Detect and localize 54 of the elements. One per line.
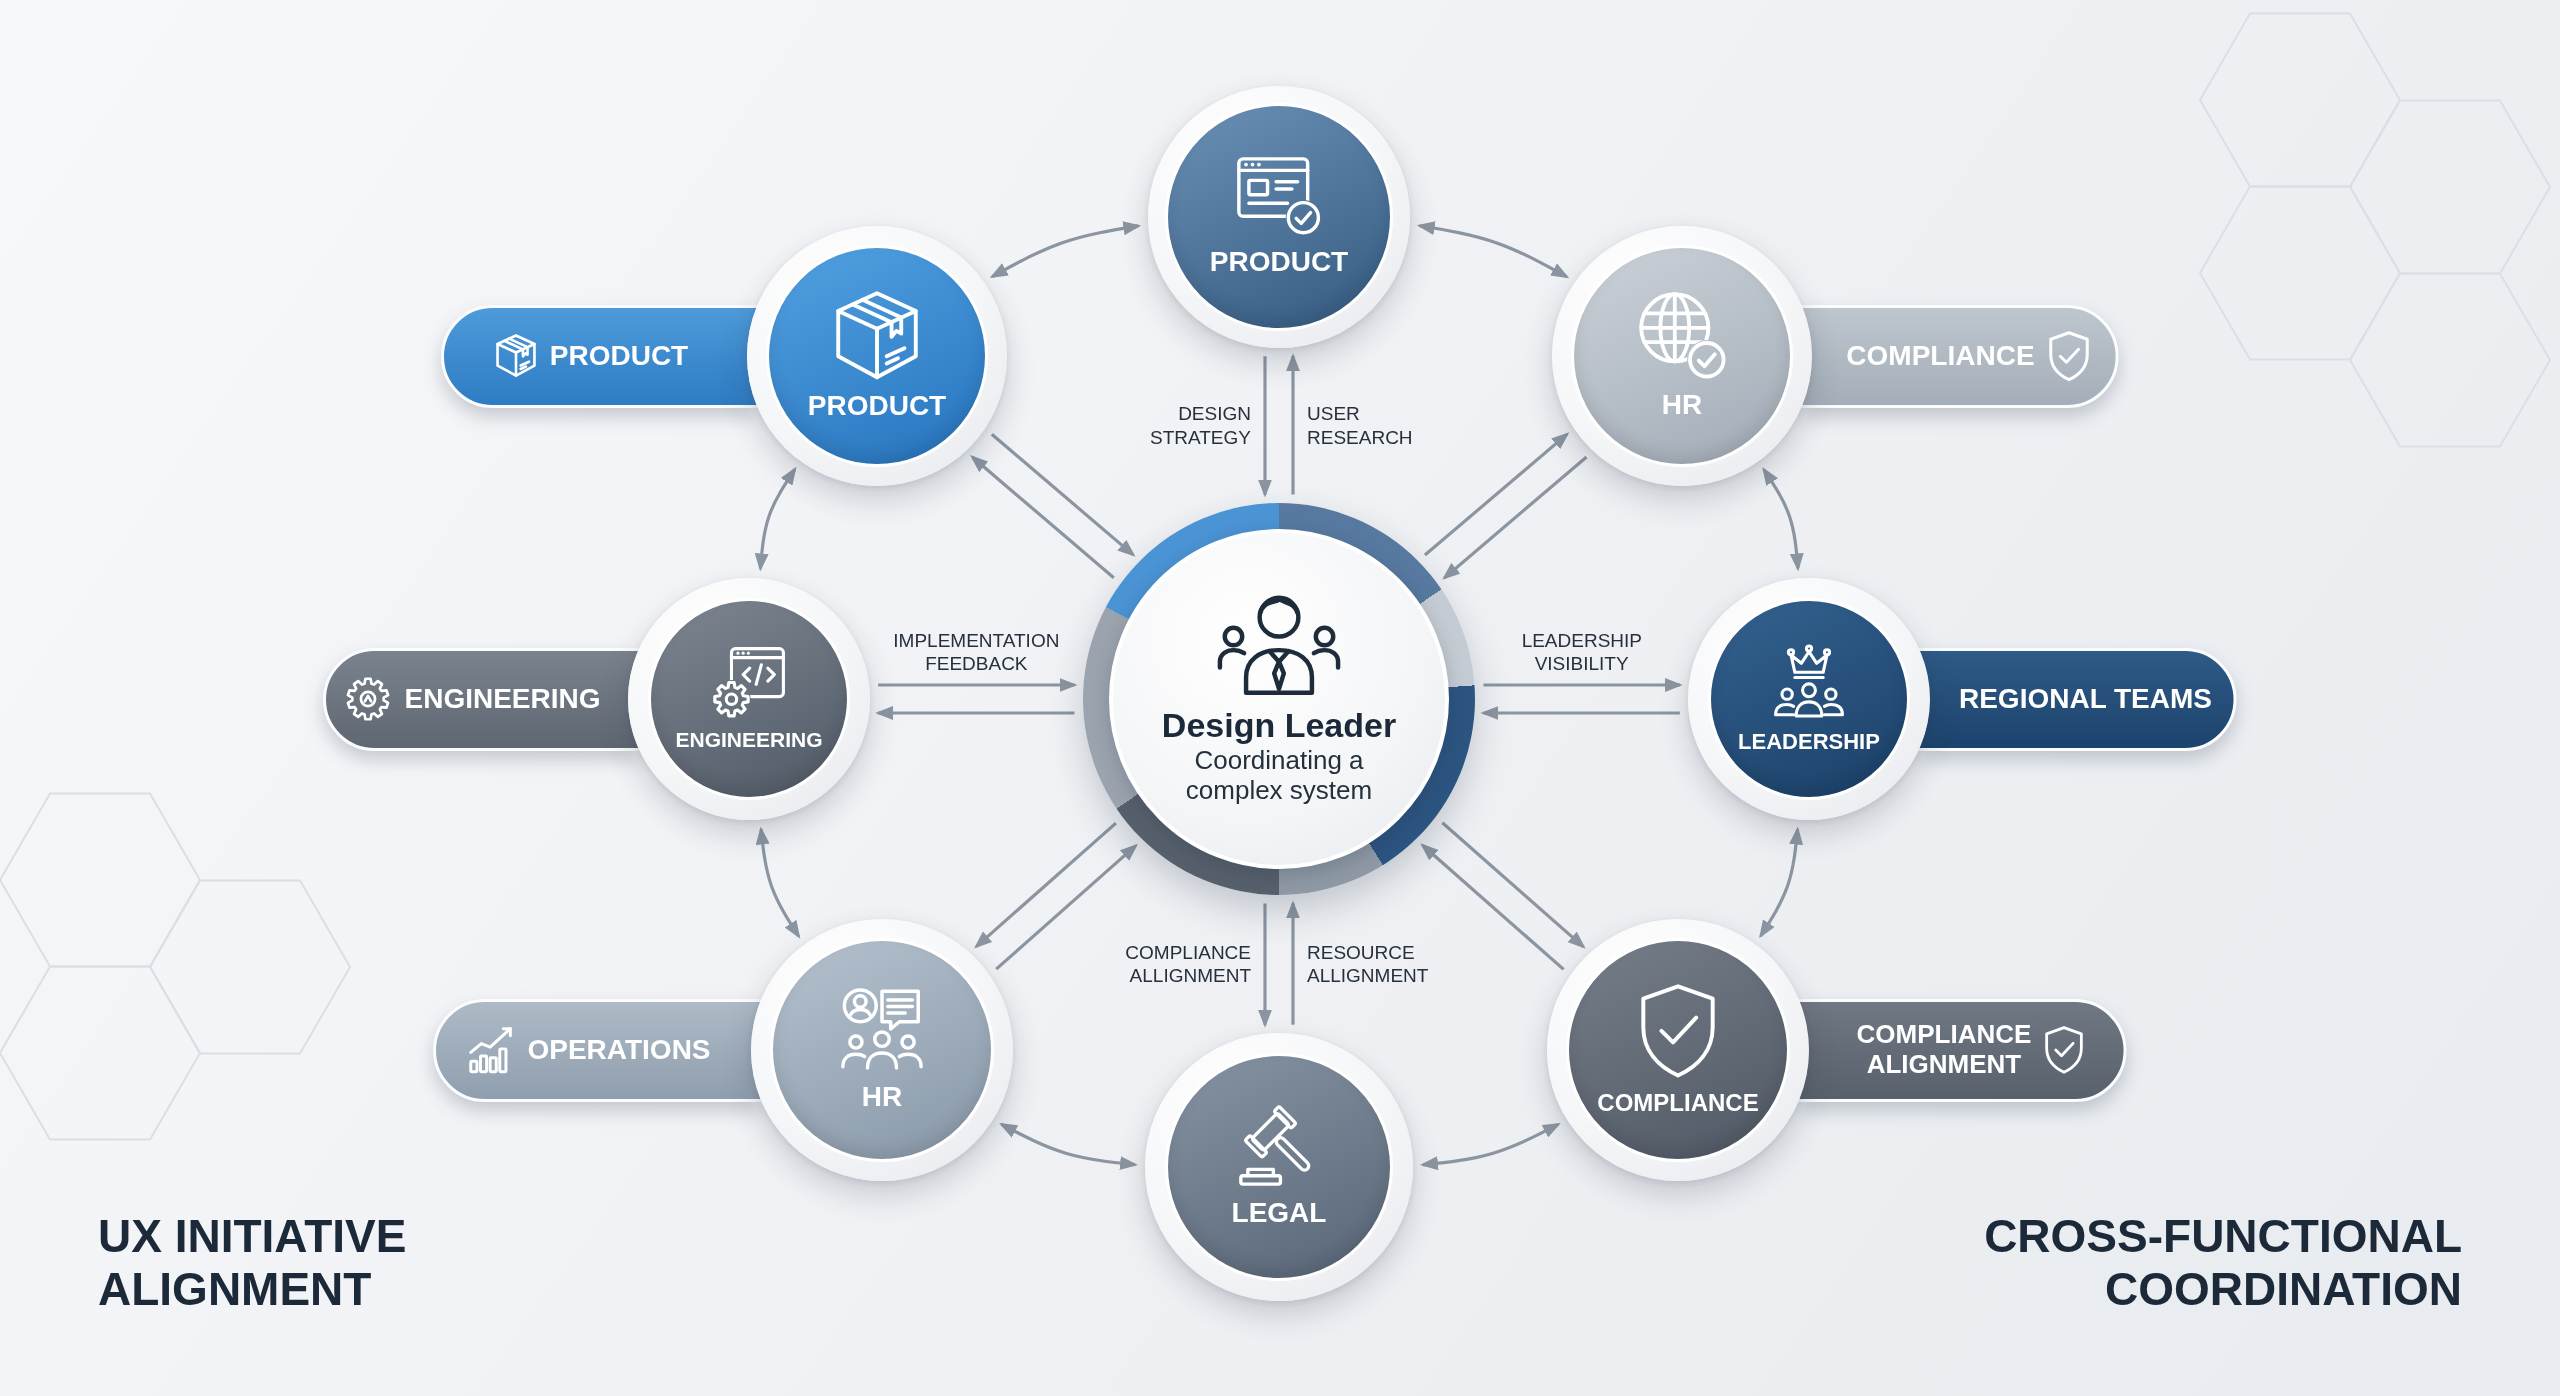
- corner-title: UX INITIATIVE ALIGNMENT: [98, 1210, 408, 1316]
- node-label: HR: [1661, 388, 1703, 422]
- node-label: LEADERSHIP: [1738, 728, 1880, 754]
- edge-label: IMPLEMENTATION FEEDBACK: [893, 628, 1060, 675]
- double-arrow: [754, 466, 797, 572]
- arrow: [1441, 821, 1586, 949]
- side-banner: [441, 304, 758, 408]
- hub-subtitle: Coordinating a complex system: [1184, 745, 1374, 806]
- arrow: [1258, 903, 1272, 1028]
- double-arrow: [989, 221, 1142, 279]
- node-label: REGIONAL TEAMS: [1958, 682, 2212, 716]
- node-label: LEGAL: [1231, 1196, 1327, 1230]
- node-label: ENGINEERING: [675, 728, 823, 753]
- arrow: [1423, 432, 1570, 557]
- double-arrow: [1762, 467, 1804, 572]
- edge-label: LEADERSHIP VISIBILITY: [1521, 628, 1642, 675]
- double-arrow: [1759, 826, 1804, 939]
- node-label: PRODUCT: [1209, 246, 1349, 279]
- side-banner: [1798, 998, 2127, 1102]
- node-label: ENGINEERING: [404, 682, 601, 716]
- node-label: HR: [861, 1080, 903, 1114]
- side-banner: [433, 998, 762, 1102]
- arrow: [878, 678, 1078, 692]
- node-label: PRODUCT: [549, 339, 689, 373]
- arrow: [995, 843, 1139, 971]
- side-banner: [1918, 647, 2237, 751]
- node-label: COMPLIANCE: [1597, 1089, 1759, 1117]
- arrow: [1286, 353, 1300, 495]
- arrow: [1258, 356, 1272, 498]
- hub-title: Design Leader: [1161, 705, 1397, 746]
- node-label: OPERATIONS: [527, 1033, 711, 1067]
- arrow: [1480, 706, 1680, 720]
- double-arrow: [755, 826, 801, 939]
- arrow: [1442, 455, 1588, 580]
- arrow: [970, 455, 1115, 579]
- node-label: COMPLIANCE: [1846, 339, 2035, 373]
- edge-label: COMPLIANCE ALLIGNMENT: [1125, 940, 1251, 988]
- node-label: COMPLIANCE ALIGNMENT: [1856, 1020, 2032, 1080]
- arrow: [990, 433, 1136, 557]
- double-arrow: [1416, 221, 1570, 279]
- arrow: [1420, 843, 1565, 971]
- arrow: [974, 821, 1117, 949]
- edge-label: USER RESEARCH: [1307, 402, 1413, 449]
- edge-label: RESOURCE ALLIGNMENT: [1307, 940, 1429, 988]
- arrow: [1286, 900, 1300, 1025]
- arrow: [1483, 678, 1683, 692]
- double-arrow: [1420, 1122, 1561, 1171]
- side-banner: [323, 647, 640, 751]
- node-label: PRODUCT: [807, 390, 947, 423]
- corner-title: CROSS-FUNCTIONAL COORDINATION: [1983, 1210, 2462, 1316]
- edge-label: DESIGN STRATEGY: [1150, 402, 1251, 449]
- side-banner: [1801, 304, 2119, 408]
- double-arrow: [999, 1123, 1138, 1171]
- arrow: [875, 706, 1075, 720]
